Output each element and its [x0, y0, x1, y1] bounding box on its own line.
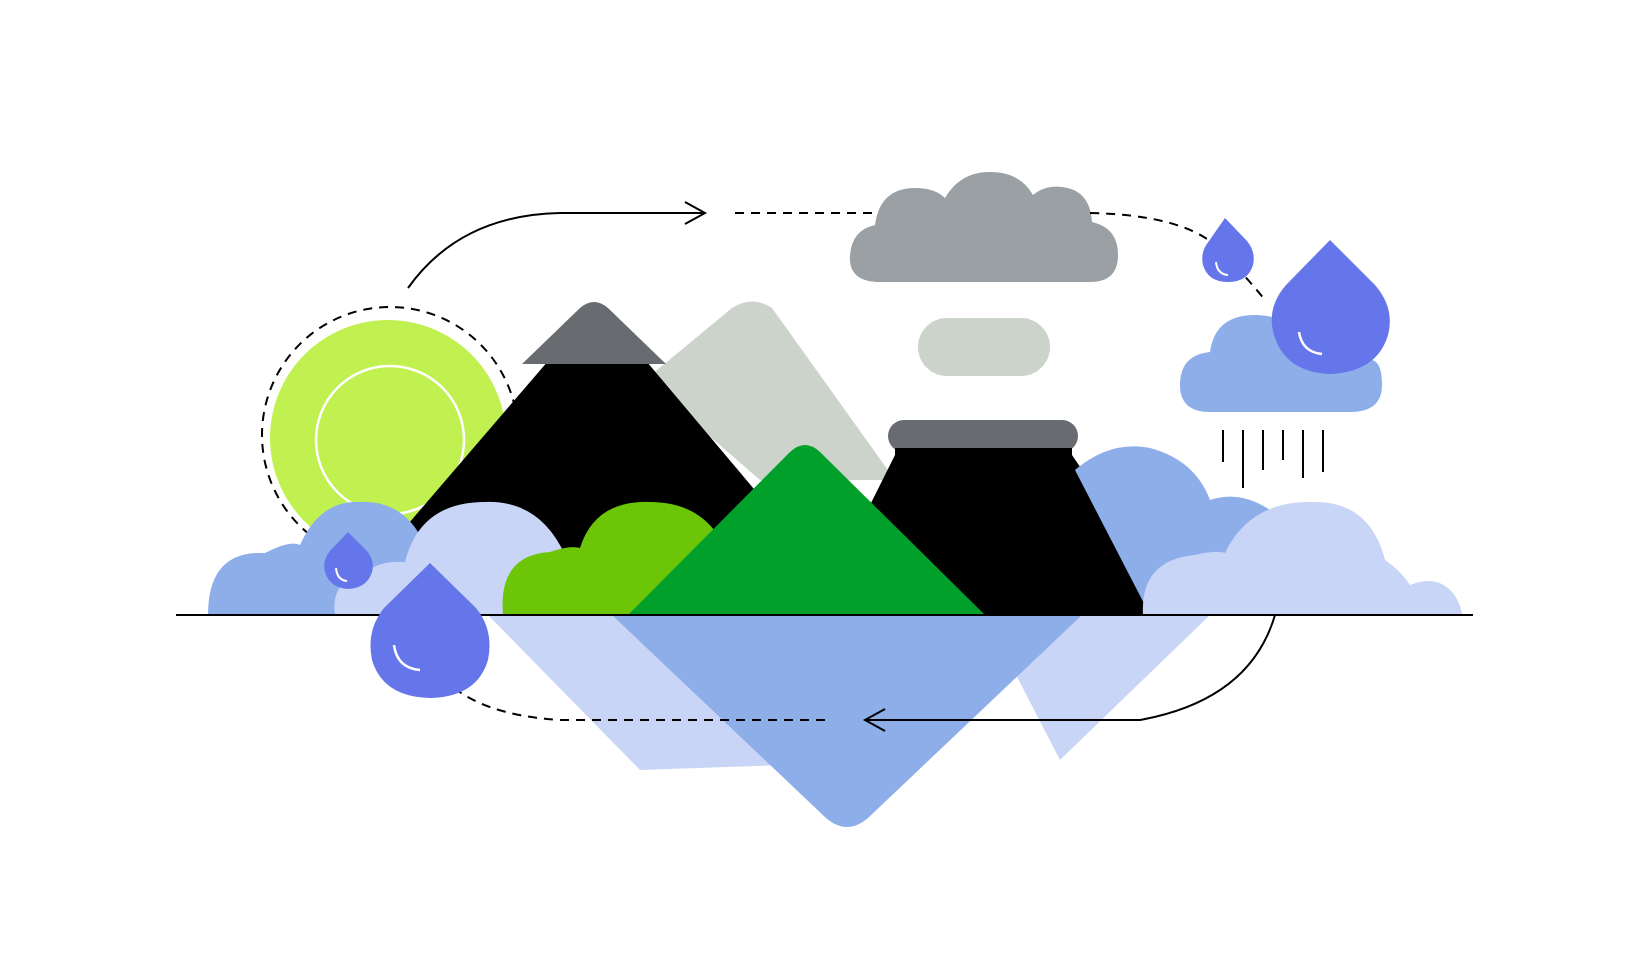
- drop-shine: [392, 644, 421, 672]
- mist-capsule: [918, 318, 1050, 376]
- water-reflection: [488, 615, 1210, 827]
- right-light-cloud: [1142, 501, 1462, 615]
- left-mountain-cap: [522, 302, 666, 364]
- large-drop-rain-cloud: [1271, 240, 1390, 374]
- reflection-main-water: [612, 615, 1082, 827]
- drop-icon: [370, 563, 490, 698]
- collection-arrow-solid: [865, 614, 1276, 721]
- far-mountain: [645, 301, 895, 480]
- drop-shine: [1297, 331, 1323, 356]
- drop-icon: [1202, 218, 1254, 282]
- tree-triangle-dark: [628, 445, 985, 615]
- reflection-left-light: [488, 615, 785, 770]
- large-drop-bottom-left: [370, 563, 490, 698]
- far-mountain-body: [645, 301, 895, 480]
- volcano-crater-neck: [895, 448, 1072, 462]
- storm-cloud-body: [849, 172, 1118, 282]
- small-drop-left: [324, 532, 373, 589]
- evaporation-arrow-head: [684, 201, 708, 225]
- drop-shine: [335, 567, 348, 582]
- water-drops: [324, 218, 1390, 698]
- rain-lines: [1222, 430, 1324, 488]
- collection-arrow-head: [862, 708, 886, 732]
- small-drop-top-right: [1202, 218, 1254, 282]
- storm-cloud: [849, 172, 1118, 282]
- drop-icon: [1271, 240, 1390, 374]
- trees: [502, 445, 985, 615]
- right-ground-clouds: [1075, 446, 1462, 615]
- volcano-crater-cap: [888, 420, 1078, 452]
- drop-shine: [1215, 261, 1229, 276]
- drop-icon: [324, 532, 373, 589]
- condensation-arrow-dashed: [1089, 212, 1266, 301]
- evaporation-arrow-solid: [407, 212, 705, 289]
